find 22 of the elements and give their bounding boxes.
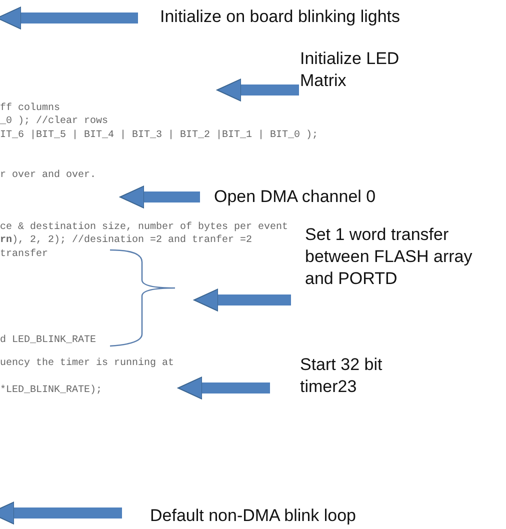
- code-line: d LED_BLINK_RATE: [0, 335, 96, 347]
- annotation-text: Initialize on board blinking lights: [160, 6, 506, 28]
- arrow: [216, 78, 299, 102]
- arrow: [194, 288, 291, 312]
- arrow: [178, 376, 270, 400]
- code-line: *LED_BLINK_RATE);: [0, 385, 102, 397]
- annotation-text: Set 1 word transfer between FLASH array and PORTD: [305, 224, 505, 290]
- code-line: transfer: [0, 249, 48, 261]
- arrow: [120, 186, 200, 208]
- annotation-text: Start 32 bit timer23: [300, 354, 440, 398]
- code-line: ce & destination size, number of bytes per event: [0, 222, 288, 234]
- annotation-text: Open DMA channel 0: [214, 186, 464, 208]
- code-line: ff columns: [0, 103, 60, 115]
- code-line: _0 ); //clear rows: [0, 116, 108, 128]
- annotation-text: Default non-DMA blink loop: [150, 505, 450, 527]
- code-line: rn), 2, 2); //desination =2 and tranfer =2: [0, 235, 252, 247]
- arrow: [0, 502, 122, 524]
- code-line: uency the timer is running at: [0, 358, 174, 370]
- annotation-text: Initialize LED Matrix: [300, 48, 450, 92]
- code-line: r over and over.: [0, 170, 96, 182]
- arrow: [0, 6, 138, 30]
- code-line: IT_6 |BIT_5 | BIT_4 | BIT_3 | BIT_2 |BIT_1 | BIT_0 );: [0, 130, 318, 142]
